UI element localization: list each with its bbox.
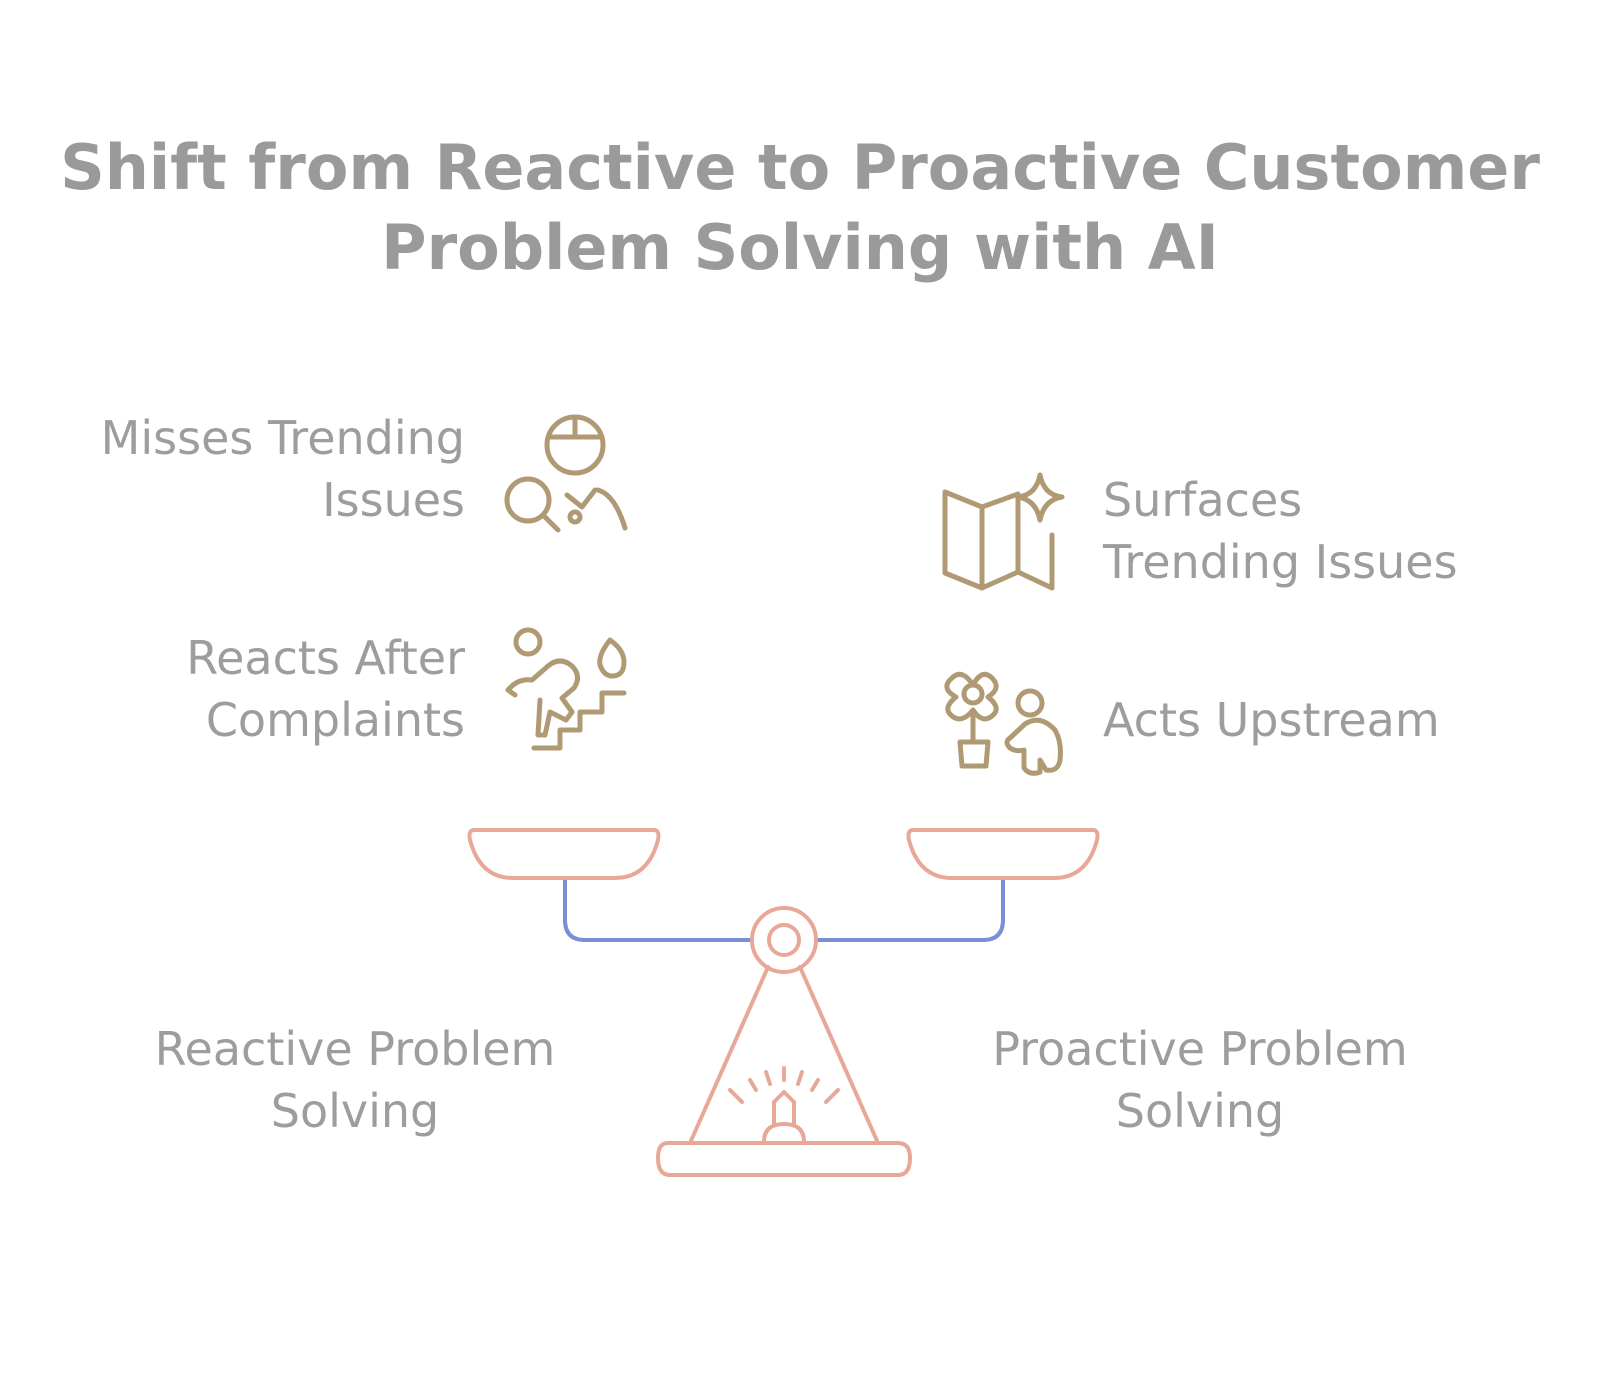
label-reactive-problem-solving: Reactive Problem Solving	[154, 1022, 556, 1138]
alarm-light-icon	[728, 1066, 840, 1144]
right-pan	[906, 828, 1100, 880]
stand-left-leg	[688, 965, 770, 1145]
pivot-inner	[767, 923, 801, 957]
page-title: Shift from Reactive to Proactive Custome…	[0, 128, 1600, 288]
stand-right-leg	[798, 965, 880, 1145]
person-flower-icon	[944, 671, 1063, 776]
label-acts-upstream: Acts Upstream	[1103, 693, 1440, 747]
label-surfaces-trending-issues: Surfaces Trending Issues	[1103, 473, 1458, 589]
pivot-outer	[750, 906, 818, 974]
left-pan	[467, 828, 661, 880]
label-misses-trending-issues: Misses Trending Issues	[100, 411, 465, 527]
label-reacts-after-complaints: Reacts After Complaints	[186, 631, 465, 747]
title-line-2: Problem Solving with AI	[381, 211, 1219, 284]
beam-right	[814, 876, 1005, 942]
label-proactive-problem-solving: Proactive Problem Solving	[992, 1022, 1408, 1138]
person-search-icon	[504, 414, 628, 533]
title-line-1: Shift from Reactive to Proactive Custome…	[60, 131, 1540, 204]
stand-base	[656, 1141, 912, 1177]
beam-left	[563, 876, 754, 942]
balance-scale	[467, 828, 1100, 1177]
map-sparkle-icon	[942, 472, 1065, 591]
person-fire-stairs-icon	[505, 627, 627, 751]
